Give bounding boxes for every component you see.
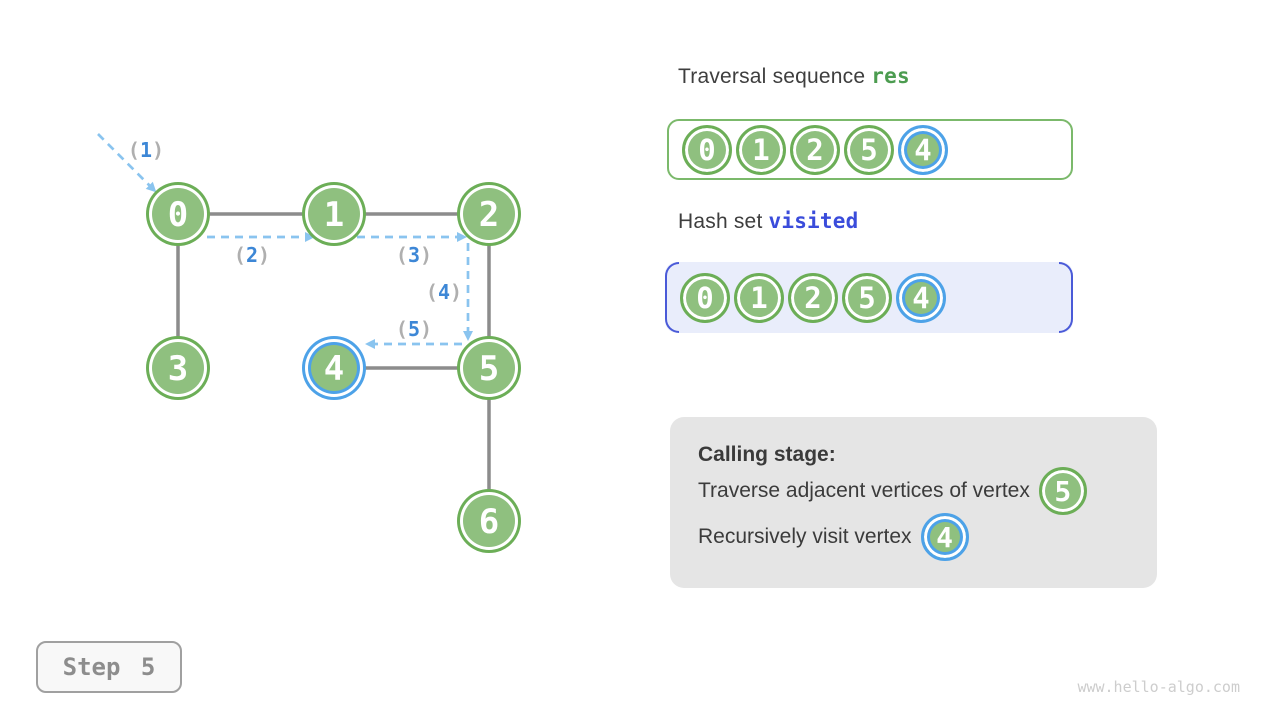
vertex-circle-5: 5 xyxy=(844,124,894,175)
traversal-arrow-1 xyxy=(97,133,157,193)
graph-node-6: 6 xyxy=(457,489,521,553)
vertex-circle-1: 1 xyxy=(736,124,786,175)
traversal-arrow-label-2: (2) xyxy=(234,243,270,267)
right-brace-icon xyxy=(1059,262,1073,333)
graph-node-5: 5 xyxy=(457,336,521,400)
calling-line-recurse-vertex: 4 xyxy=(920,513,969,561)
calling-line-traverse: Traverse adjacent vertices of vertex 5 xyxy=(698,467,1133,515)
graph-node-1: 1 xyxy=(302,182,366,246)
hash-set-label: Hash set xyxy=(678,210,763,233)
calling-stage-heading: Calling stage: xyxy=(698,443,836,466)
svg-text:0: 0 xyxy=(168,195,188,235)
watermark: www.hello-algo.com xyxy=(1077,678,1240,696)
traversal-sequence-label: Traversal sequence xyxy=(678,65,866,88)
svg-text:5: 5 xyxy=(479,349,499,389)
calling-line-recurse-text: Recursively visit vertex xyxy=(698,525,912,548)
vertex-circle-0: 0 xyxy=(682,124,732,175)
step-badge: Step 5 xyxy=(36,641,182,693)
calling-line-traverse-vertex: 5 xyxy=(1038,467,1087,515)
traversal-arrow-label-1: (1) xyxy=(128,138,164,162)
vertex-circle-0: 0 xyxy=(680,272,730,323)
calling-stage-panel: Calling stage: Traverse adjacent vertice… xyxy=(670,417,1157,588)
traversal-sequence-title: Traversal sequence res xyxy=(678,64,910,89)
left-brace-icon xyxy=(665,262,679,333)
vertex-circle-4: 4 xyxy=(896,272,946,323)
vertex-circle-4: 4 xyxy=(898,124,948,175)
svg-text:1: 1 xyxy=(324,195,344,235)
vertex-circle-5: 5 xyxy=(842,272,892,323)
graph-canvas: (1) (2) (3) (4) (5) 0 1 2 3 4 5 6 xyxy=(97,133,521,553)
hash-set-title: Hash set visited xyxy=(678,209,858,234)
graph-node-0: 0 xyxy=(146,182,210,246)
visited-code-label: visited xyxy=(768,209,859,233)
svg-text:2: 2 xyxy=(479,195,499,235)
graph-node-2: 2 xyxy=(457,182,521,246)
vertex-circle-1: 1 xyxy=(734,272,784,323)
calling-line-traverse-text: Traverse adjacent vertices of vertex xyxy=(698,479,1030,502)
svg-text:6: 6 xyxy=(479,502,499,542)
svg-text:4: 4 xyxy=(324,349,344,389)
vertex-circle-5: 5 xyxy=(1038,467,1087,515)
traversal-arrow-label-5: (5) xyxy=(396,317,432,341)
graph-node-3: 3 xyxy=(146,336,210,400)
traversal-arrow-label-3: (3) xyxy=(396,243,432,267)
res-code-label: res xyxy=(871,64,910,88)
graph-node-4: 4 xyxy=(302,336,366,400)
vertex-circle-2: 2 xyxy=(788,272,838,323)
calling-line-recurse: Recursively visit vertex 4 xyxy=(698,513,1133,561)
vertex-circle-4: 4 xyxy=(920,513,969,561)
svg-text:3: 3 xyxy=(168,349,188,389)
vertex-circle-2: 2 xyxy=(790,124,840,175)
traversal-arrow-label-4: (4) xyxy=(426,280,462,304)
